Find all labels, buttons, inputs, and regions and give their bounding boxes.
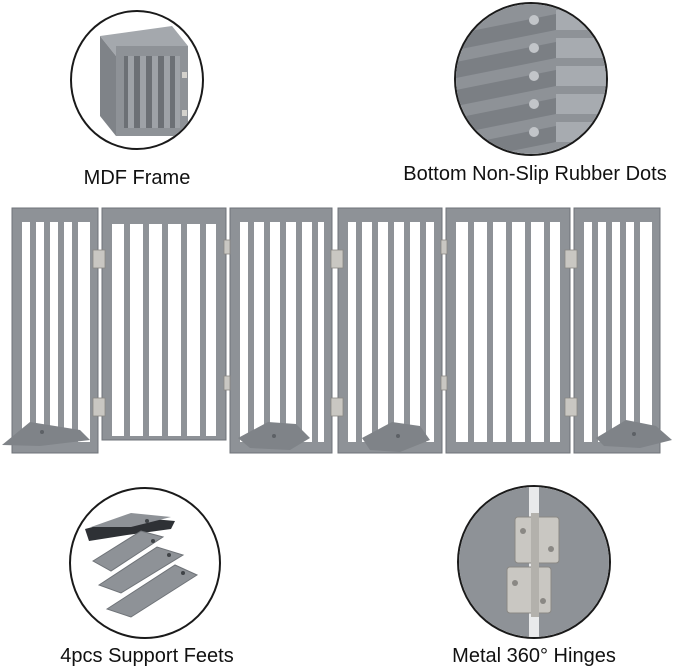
mdf-frame-detail-circle <box>70 10 204 150</box>
metal-hinges-caption: Metal 360° Hinges <box>452 645 616 667</box>
support-feet-detail-circle <box>69 487 221 639</box>
gate-panel-6 <box>573 207 661 454</box>
mdf-frame-caption: MDF Frame <box>83 167 191 189</box>
rubber-dots-illustration <box>456 4 606 154</box>
gate-panel-1 <box>11 207 99 454</box>
support-feet-caption: 4pcs Support Feets <box>60 645 234 667</box>
support-feet-illustration <box>85 513 199 618</box>
gate-hinges <box>92 239 578 417</box>
rubber-dots-detail-circle <box>454 2 608 156</box>
gate-panel-4 <box>337 207 443 454</box>
mdf-frame-illustration <box>100 26 188 136</box>
gate-panel-5 <box>445 207 571 454</box>
gate-support-feet <box>2 420 672 452</box>
gate-panel-2 <box>101 207 227 441</box>
metal-hinges-illustration <box>459 487 609 637</box>
metal-hinges-detail-circle <box>457 485 611 639</box>
gate-panel-3 <box>229 207 333 454</box>
rubber-dots-caption: Bottom Non-Slip Rubber Dots <box>403 163 667 185</box>
folding-pet-gate-illustration <box>2 207 672 454</box>
